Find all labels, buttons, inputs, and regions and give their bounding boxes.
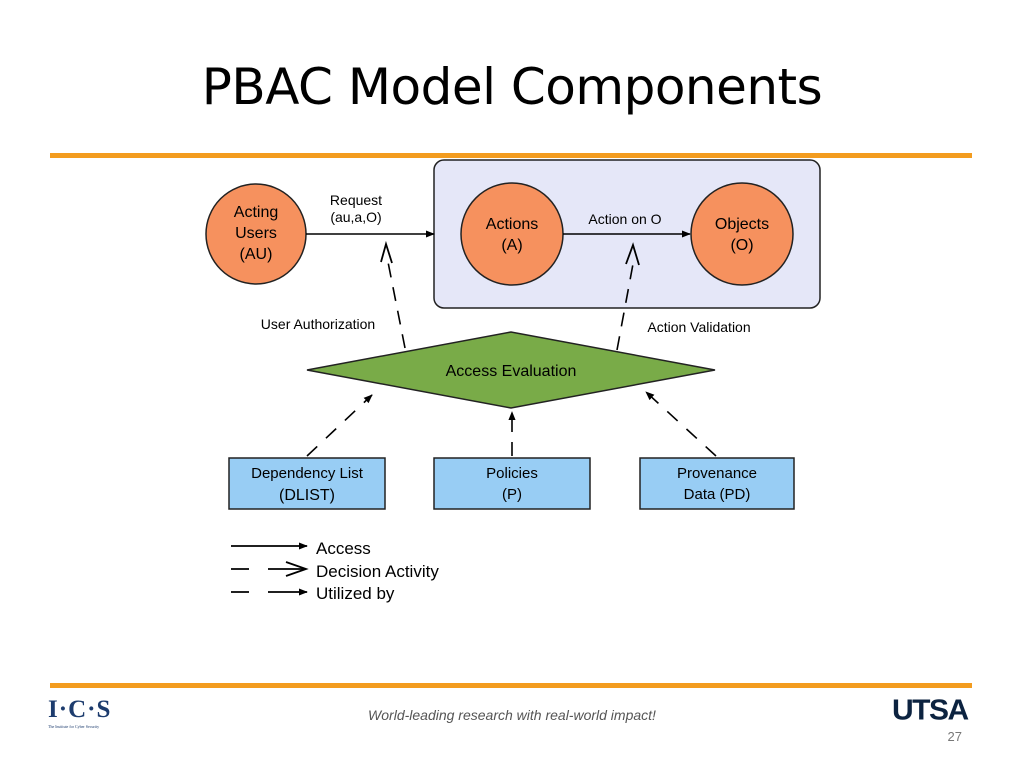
action-on-o-label: Action on O [588, 211, 661, 227]
provenance-data-label-2: Data (PD) [684, 486, 751, 503]
legend-utilized-label: Utilized by [316, 584, 395, 603]
access-evaluation-label: Access Evaluation [446, 363, 577, 380]
footer-tagline: World-leading research with real-world i… [368, 707, 656, 723]
objects-label-1: Objects [715, 216, 769, 233]
actions-label-2: (A) [501, 237, 522, 254]
user-authorization-arrow [387, 261, 406, 349]
dependency-list-label-2: (DLIST) [279, 487, 335, 504]
objects-label-2: (O) [730, 237, 753, 254]
provenance-data-label-1: Provenance [677, 465, 757, 482]
action-validation-label: Action Validation [647, 319, 750, 335]
page-number: 27 [947, 729, 962, 744]
dependency-list-node: Dependency List (DLIST) [228, 457, 386, 510]
policies-label-2: (P) [502, 486, 522, 503]
dlist-utilized-arrow [306, 394, 373, 457]
title-divider [50, 153, 972, 158]
acting-users-label-2: Users [235, 225, 277, 242]
legend: Access Decision Activity Utilized by [231, 539, 439, 603]
legend-access-label: Access [316, 539, 371, 558]
provenance-data-node: Provenance Data (PD) [639, 457, 795, 510]
legend-decision-label: Decision Activity [316, 562, 439, 581]
dependency-list-label-1: Dependency List [251, 465, 364, 482]
acting-users-label-3: (AU) [240, 246, 273, 263]
action-validation-arrowhead [625, 242, 640, 266]
acting-users-label-1: Acting [234, 204, 278, 221]
user-authorization-label: User Authorization [261, 316, 375, 332]
request-label-2: (au,a,O) [330, 209, 381, 225]
policies-node: Policies (P) [433, 457, 591, 510]
objects-node: Objects (O) [690, 182, 794, 286]
access-evaluation-node: Access Evaluation [306, 331, 716, 409]
actions-label-1: Actions [486, 216, 538, 233]
user-authorization-arrowhead [380, 240, 393, 264]
action-validation-arrow [616, 263, 634, 351]
acting-users-node: Acting Users (AU) [205, 183, 307, 285]
policies-label-1: Policies [486, 465, 538, 482]
footer-divider [50, 683, 972, 688]
provenance-utilized-arrow [645, 391, 717, 457]
ics-logo: I·C·S The Institute for Cyber Security [48, 697, 120, 735]
ics-logo-mark: I·C·S [48, 696, 112, 723]
legend-decision-head [285, 561, 309, 577]
slide-title: PBAC Model Components [201, 58, 823, 116]
utsa-logo: UTSA [892, 694, 969, 727]
ics-logo-subtitle: The Institute for Cyber Security [48, 724, 100, 729]
actions-node: Actions (A) [460, 182, 564, 286]
request-label-1: Request [330, 192, 382, 208]
